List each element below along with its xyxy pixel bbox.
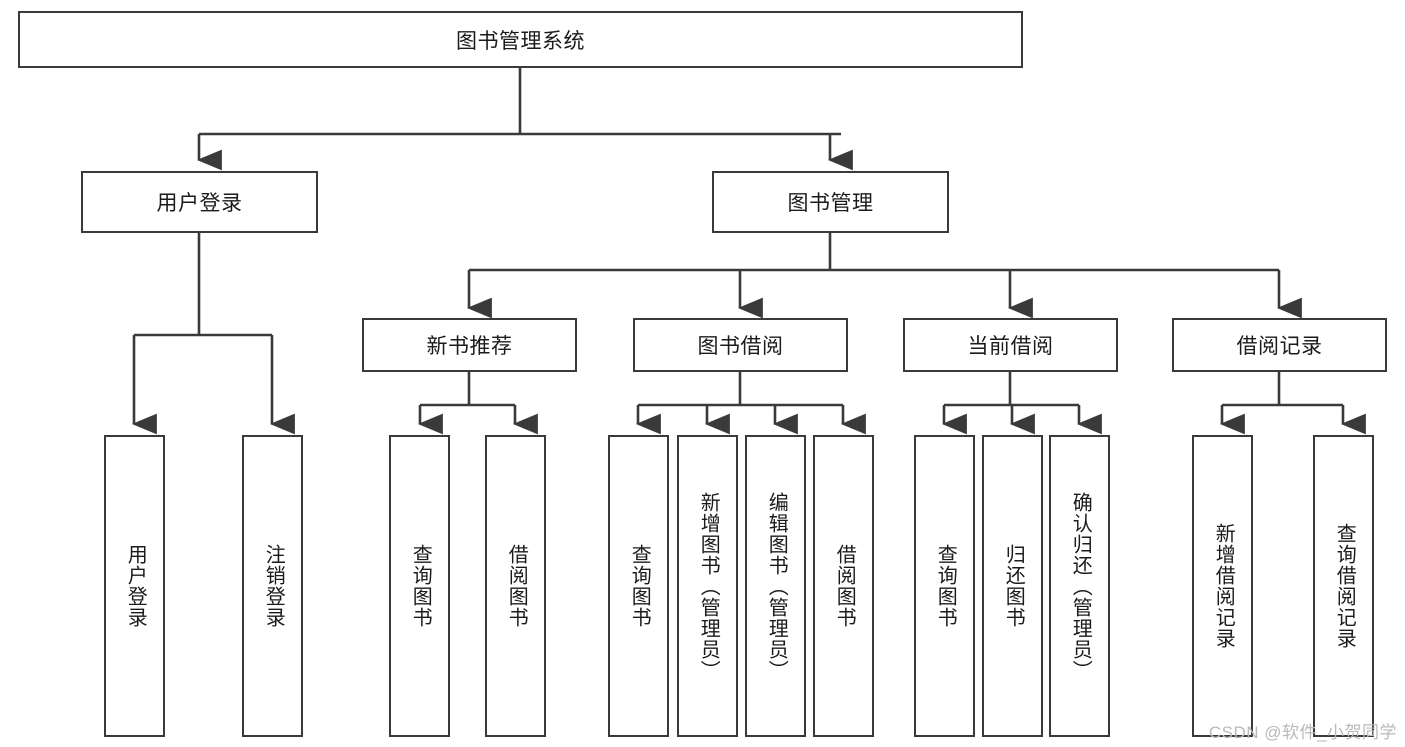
node-book-borrow-label: 图书借阅 bbox=[697, 335, 784, 358]
node-leaf-add-book[interactable]: 新增图书（管理员） bbox=[677, 435, 738, 737]
node-leaf-add-book-label: 新增图书（管理员） bbox=[697, 491, 720, 681]
node-leaf-add-record-label: 新增借阅记录 bbox=[1212, 523, 1235, 649]
node-leaf-query-record-label: 查询借阅记录 bbox=[1333, 523, 1356, 649]
node-leaf-query-book-3[interactable]: 查询图书 bbox=[914, 435, 975, 737]
node-leaf-query-book-1-label: 查询图书 bbox=[409, 544, 432, 628]
node-new-book-recommend-label: 新书推荐 bbox=[426, 335, 513, 358]
node-leaf-borrow-book-2[interactable]: 借阅图书 bbox=[813, 435, 874, 737]
node-leaf-user-logout-label: 注销登录 bbox=[262, 544, 285, 628]
node-leaf-query-record[interactable]: 查询借阅记录 bbox=[1313, 435, 1374, 737]
watermark-text: CSDN @软件_小贺同学 bbox=[1208, 723, 1397, 742]
node-user-login-label: 用户登录 bbox=[156, 192, 243, 215]
node-leaf-query-book-2-label: 查询图书 bbox=[628, 544, 651, 628]
node-book-manage-label: 图书管理 bbox=[787, 192, 874, 215]
node-new-book-recommend[interactable]: 新书推荐 bbox=[362, 318, 577, 372]
node-leaf-return-book[interactable]: 归还图书 bbox=[982, 435, 1043, 737]
node-leaf-borrow-book-2-label: 借阅图书 bbox=[833, 544, 856, 628]
node-borrow-record[interactable]: 借阅记录 bbox=[1172, 318, 1387, 372]
node-root[interactable]: 图书管理系统 bbox=[18, 11, 1023, 68]
node-leaf-confirm-return-label: 确认归还（管理员） bbox=[1069, 491, 1092, 681]
node-book-borrow[interactable]: 图书借阅 bbox=[633, 318, 848, 372]
node-borrow-record-label: 借阅记录 bbox=[1236, 335, 1323, 358]
node-current-borrow-label: 当前借阅 bbox=[967, 335, 1054, 358]
node-leaf-query-book-3-label: 查询图书 bbox=[934, 544, 957, 628]
node-root-label: 图书管理系统 bbox=[456, 29, 585, 53]
node-user-login[interactable]: 用户登录 bbox=[81, 171, 318, 233]
node-book-manage[interactable]: 图书管理 bbox=[712, 171, 949, 233]
node-leaf-add-record[interactable]: 新增借阅记录 bbox=[1192, 435, 1253, 737]
node-leaf-query-book-1[interactable]: 查询图书 bbox=[389, 435, 450, 737]
node-leaf-edit-book-label: 编辑图书（管理员） bbox=[765, 491, 788, 681]
node-leaf-edit-book[interactable]: 编辑图书（管理员） bbox=[745, 435, 806, 737]
node-leaf-query-book-2[interactable]: 查询图书 bbox=[608, 435, 669, 737]
node-leaf-confirm-return[interactable]: 确认归还（管理员） bbox=[1049, 435, 1110, 737]
node-leaf-user-login[interactable]: 用户登录 bbox=[104, 435, 165, 737]
node-leaf-borrow-book-1[interactable]: 借阅图书 bbox=[485, 435, 546, 737]
node-leaf-user-login-label: 用户登录 bbox=[124, 544, 147, 628]
node-leaf-borrow-book-1-label: 借阅图书 bbox=[505, 544, 528, 628]
node-leaf-return-book-label: 归还图书 bbox=[1002, 544, 1025, 628]
node-leaf-user-logout[interactable]: 注销登录 bbox=[242, 435, 303, 737]
node-current-borrow[interactable]: 当前借阅 bbox=[903, 318, 1118, 372]
